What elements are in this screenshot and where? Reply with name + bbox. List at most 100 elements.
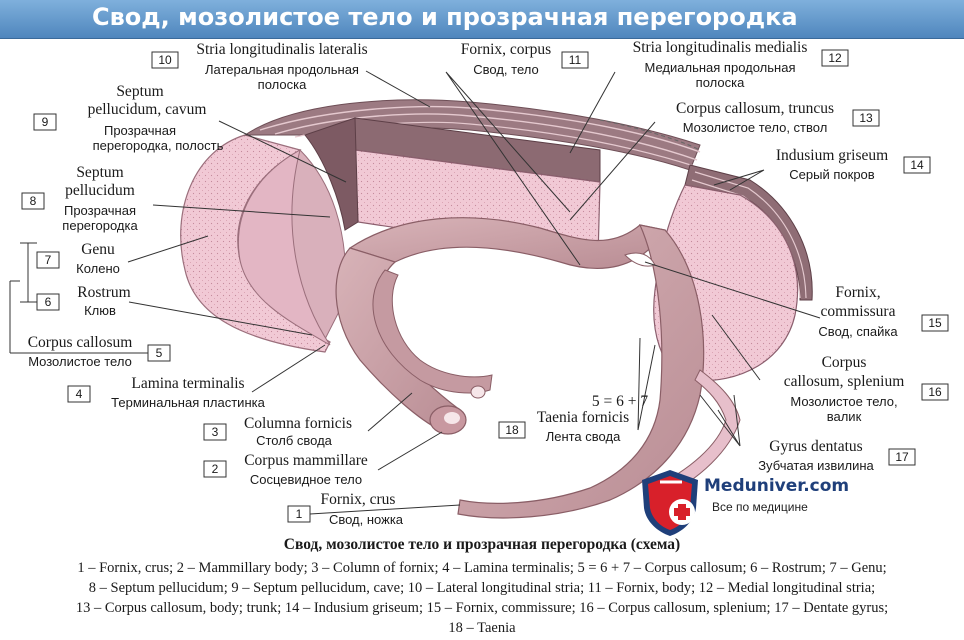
label-2-number: 2 <box>212 462 219 476</box>
label-10-latin: Stria longitudinalis lateralis <box>196 41 367 58</box>
page-title: Свод, мозолистое тело и прозрачная перег… <box>92 3 798 31</box>
label-2-russian: Сосцевидное тело <box>250 472 362 487</box>
label-4-latin: Lamina terminalis <box>131 375 244 392</box>
legend-line-4: 18 – Taenia <box>448 620 516 636</box>
label-10-box <box>151 51 179 69</box>
callosum-relation-text: 5 = 6 + 7 <box>592 393 648 410</box>
figure-caption: Свод, мозолистое тело и прозрачная перег… <box>283 536 681 553</box>
label-14-number: 14 <box>910 158 924 172</box>
logo-tagline: Все по медицине <box>712 500 808 514</box>
label-8-russian-2: перегородка <box>62 218 138 233</box>
meduniver-logo: Meduniver.com Все по медицине <box>638 466 849 538</box>
medical-cross-shield-icon <box>642 470 698 536</box>
label-3-latin: Columna fornicis <box>244 415 352 432</box>
column-end-highlight <box>470 385 486 399</box>
label-2-latin: Corpus mammillare <box>244 452 368 469</box>
label-8-latin-2: pellucidum <box>65 182 135 199</box>
label-12-box <box>821 49 849 67</box>
rostrum-inner-shape <box>238 149 331 346</box>
label-13-russian: Мозолистое тело, ствол <box>683 120 828 135</box>
label-17-russian: Зубчатая извилина <box>758 458 874 473</box>
leader-lines <box>9 70 821 515</box>
label-10-russian-1: Латеральная продольная <box>205 62 359 77</box>
label-15-russian: Свод, спайка <box>818 324 898 339</box>
label-9-russian-1: Прозрачная <box>104 123 176 138</box>
legend-line-2: 8 – Septum pellucidum; 9 – Septum pelluc… <box>88 580 876 596</box>
label-8-box <box>21 192 45 210</box>
label-12-russian-1: Медиальная продольная <box>645 60 796 75</box>
outline-dashed <box>599 119 701 151</box>
label-7-russian: Колено <box>76 261 120 276</box>
label-13-number: 13 <box>859 111 873 125</box>
label-5-latin: Corpus callosum <box>28 334 133 351</box>
label-17-latin: Gyrus dentatus <box>769 438 862 455</box>
title-banner: Свод, мозолистое тело и прозрачная перег… <box>0 0 964 39</box>
label-14-russian: Серый покров <box>789 167 874 182</box>
label-11-russian: Свод, тело <box>473 62 538 77</box>
label-9-latin-2: pellucidum, cavum <box>88 101 207 118</box>
label-11-latin: Fornix, corpus <box>461 41 551 58</box>
callosum-left-cut-face <box>304 117 359 231</box>
label-16-latin-2: callosum, splenium <box>784 373 905 390</box>
label-16-russian-1: Мозолистое тело, <box>790 394 897 409</box>
label-7-latin: Genu <box>81 241 115 258</box>
label-13-latin: Corpus callosum, truncus <box>676 100 834 117</box>
label-12-russian-2: полоска <box>696 75 745 90</box>
label-9-box <box>33 113 57 131</box>
label-15-latin-1: Fornix, <box>835 284 880 301</box>
label-11-box <box>561 51 589 69</box>
label-18-latin: Taenia fornicis <box>537 409 629 426</box>
legend-line-3: 13 – Corpus callosum, body; trunk; 14 – … <box>75 600 889 616</box>
label-15-number: 15 <box>928 316 942 330</box>
label-18-russian: Лента свода <box>546 429 621 444</box>
label-8-number: 8 <box>30 194 37 208</box>
label-15-latin-2: commissura <box>821 303 896 320</box>
label-18-box <box>498 421 526 439</box>
label-10-number: 10 <box>158 53 172 67</box>
label-1-latin: Fornix, crus <box>321 491 396 508</box>
fornix-crus-shape <box>457 224 705 519</box>
mammillary-body-highlight <box>444 412 460 424</box>
label-15-box <box>921 314 949 332</box>
label-12-number: 12 <box>828 51 842 65</box>
label-7-box <box>36 251 60 269</box>
label-6-box <box>36 293 60 311</box>
label-3-russian: Столб свода <box>256 433 333 448</box>
label-1-number: 1 <box>296 507 303 521</box>
label-18-number: 18 <box>505 423 519 437</box>
label-3-box <box>203 423 227 441</box>
label-14-latin: Indusium griseum <box>776 147 888 164</box>
indusium-line-1 <box>694 171 807 299</box>
label-4-box <box>67 385 91 403</box>
label-1-russian: Свод, ножка <box>329 512 404 527</box>
label-8-russian-1: Прозрачная <box>64 203 136 218</box>
label-6-number: 6 <box>45 295 52 309</box>
label-14-box <box>903 156 931 174</box>
label-17-number: 17 <box>895 450 909 464</box>
label-16-russian-2: валик <box>827 409 862 424</box>
stria-line-1 <box>259 105 701 153</box>
label-16-number: 16 <box>928 385 942 399</box>
label-2-box <box>203 460 227 478</box>
label-1-box <box>287 505 311 523</box>
label-4-number: 4 <box>76 387 83 401</box>
label-17-box <box>888 448 916 466</box>
label-5-box <box>147 344 171 362</box>
label-12-latin: Stria longitudinalis medialis <box>633 39 808 56</box>
label-11-number: 11 <box>569 53 582 67</box>
anatomy-diagram: 1 Fornix, crus Свод, ножка 2 Corpus mamm… <box>9 39 949 527</box>
label-10-russian-2: полоска <box>258 77 307 92</box>
label-13-box <box>852 109 880 127</box>
fornix-column-inner-shape <box>372 269 493 394</box>
corpus-callosum-genu-shape <box>180 134 331 353</box>
legend-line-1: 1 – Fornix, crus; 2 – Mammillary body; 3… <box>77 560 887 576</box>
label-9-latin-1: Septum <box>116 83 163 100</box>
label-7-number: 7 <box>45 253 52 267</box>
label-5-number: 5 <box>156 346 163 360</box>
label-16-box <box>921 383 949 401</box>
label-8-latin-1: Septum <box>76 164 123 181</box>
label-6-russian: Клюв <box>84 303 116 318</box>
label-16-latin-1: Corpus <box>822 354 867 371</box>
label-6-latin: Rostrum <box>77 284 130 301</box>
label-3-number: 3 <box>212 425 219 439</box>
